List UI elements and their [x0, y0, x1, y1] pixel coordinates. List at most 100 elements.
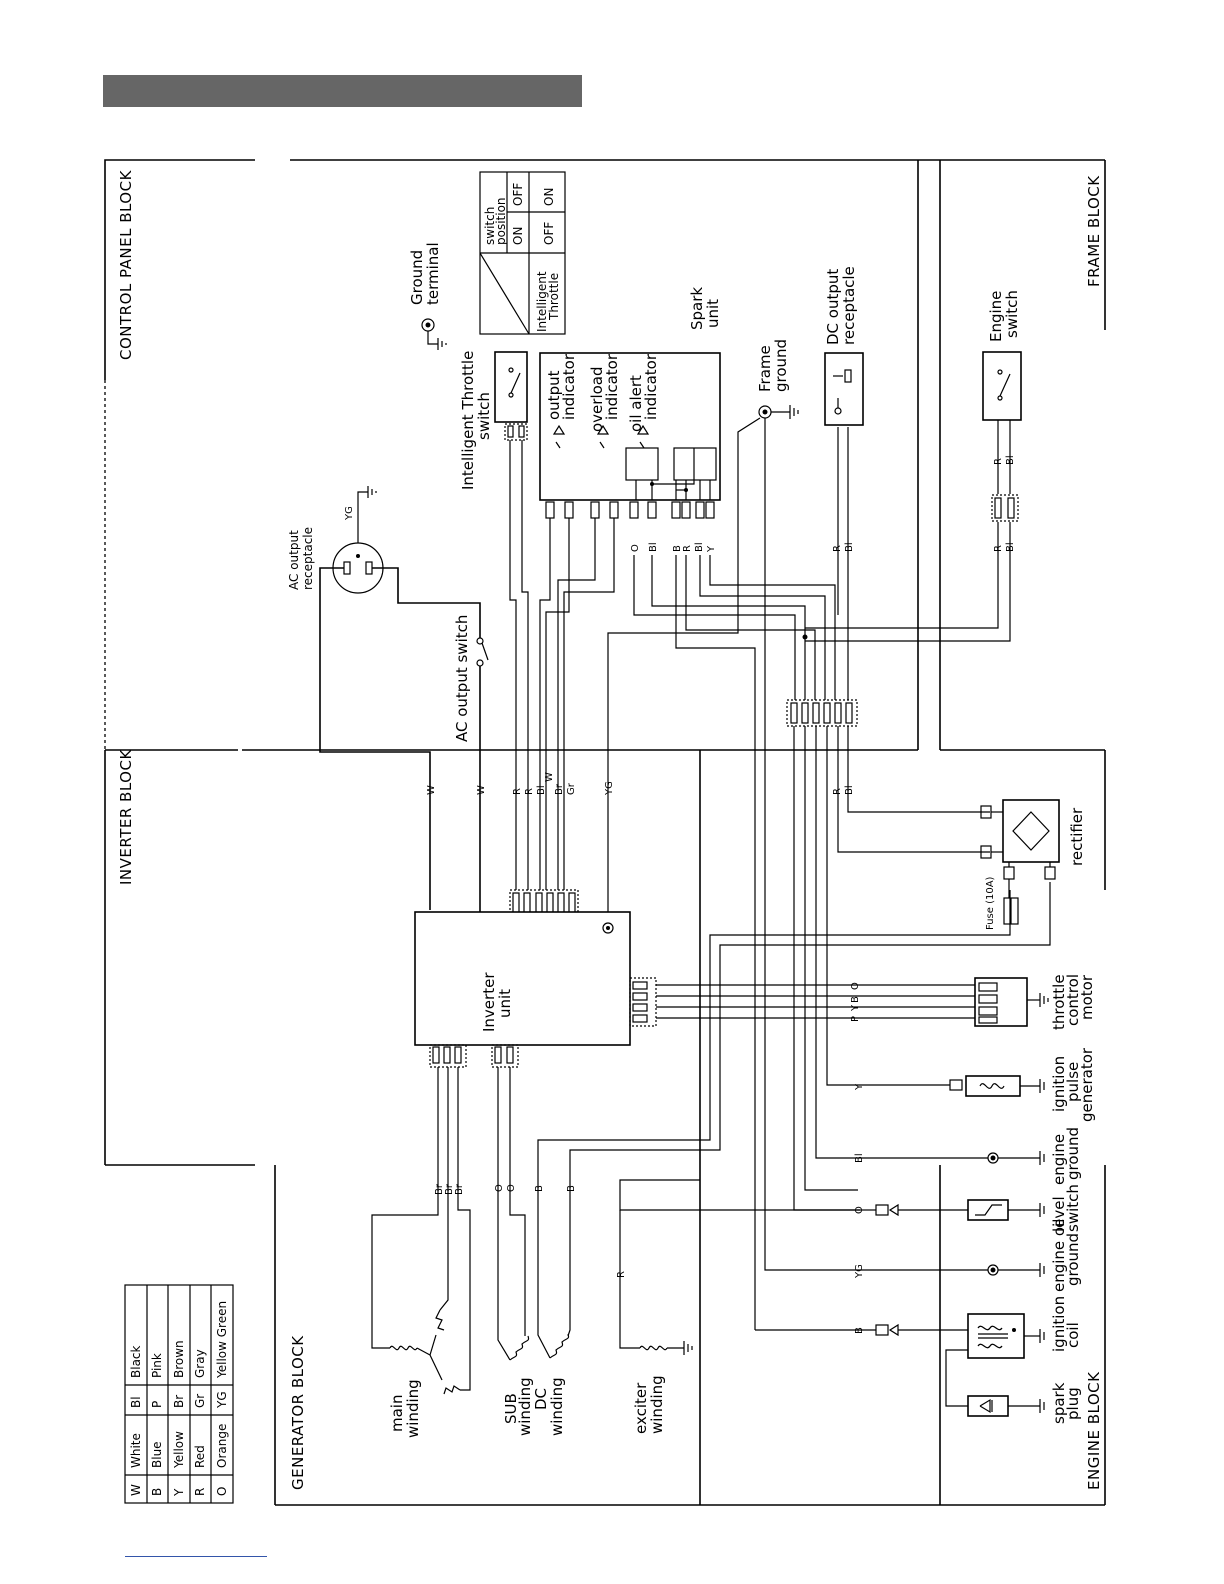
rectifier-label: rectifier [1068, 807, 1086, 866]
table-row-label-1: Intelligent [535, 271, 549, 332]
engine-switch-label-1: Engine [987, 291, 1005, 342]
fuse-label: Fuse (10A) [985, 876, 996, 930]
inv-wire-r2: R [524, 788, 535, 795]
inv-wire-br: Br [554, 783, 565, 795]
spark-plug-label-1: spark [1050, 1382, 1068, 1424]
dc-wire-r: R [832, 545, 843, 552]
oil-alert-indicator-label-2: indicator [642, 353, 660, 420]
ground-terminal-label-2: terminal [424, 242, 442, 305]
ignition-pulse-generator [860, 1075, 1045, 1097]
engine-ground-label-1: engine [1050, 1134, 1068, 1185]
inv-wire-r1: R [512, 788, 523, 795]
ac-output-receptacle [332, 486, 384, 594]
pulse-gen-label-1: ignition [1050, 1056, 1068, 1112]
throttle-motor-label-1: throttle [1050, 974, 1068, 1030]
table-header-line1: switch [483, 207, 497, 245]
throttle-motor-label-2: control [1064, 974, 1082, 1026]
inv-wire-w: W [544, 772, 555, 782]
inverter-block-label: INVERTER BLOCK [117, 749, 135, 885]
inverter-unit-label-2: unit [496, 989, 514, 1018]
inv-wire-bl: Bl [536, 785, 547, 795]
spark-unit-label-2: unit [704, 299, 722, 328]
exciter-winding-label-2: winding [648, 1375, 666, 1434]
legend-color-name: Red [193, 1445, 207, 1468]
throttle-motor-label-3: motor [1078, 974, 1096, 1020]
gen-wire-br3: Br [454, 1183, 465, 1195]
spark-wire-y: Y [706, 545, 717, 553]
ac-receptacle-wire-yg: YG [344, 506, 355, 521]
gen-wire-br1: Br [434, 1183, 445, 1195]
pg-wire-y: Y [854, 1083, 865, 1091]
tm-wire-b: B [850, 996, 861, 1003]
block-boundaries [104, 159, 1106, 1506]
dc-receptacle-label-2: receptacle [840, 266, 858, 345]
legend-color-name: Blue [150, 1441, 164, 1468]
engine-ground-label-2: ground [1064, 1127, 1082, 1180]
dc-receptacle-label-1: DC output [824, 269, 842, 345]
dc-wire-bl: Bl [844, 542, 855, 552]
generator-block-label: GENERATOR BLOCK [289, 1335, 307, 1490]
ac-receptacle-label-1: AC output [287, 530, 301, 590]
inverter-unit-label-1: Inverter [480, 972, 498, 1032]
legend-code: B [150, 1488, 164, 1496]
main-winding-label-1: main [388, 1395, 406, 1432]
frame-ground [758, 405, 799, 419]
frame-ground-label-1: Frame [756, 345, 774, 392]
ic-wire-b: B [854, 1327, 865, 1334]
output-indicator-label-1: output [545, 370, 563, 420]
ground-terminal [421, 318, 447, 350]
rect-wire-bl: Bl [844, 785, 855, 795]
header-bar [103, 75, 582, 107]
rectifier [980, 799, 1060, 925]
dc-winding-label-1: DC [532, 1388, 550, 1410]
legend-code: Bl [129, 1396, 143, 1408]
it-switch-label-1: Intelligent Throttle [459, 351, 477, 490]
oil-alert-indicator-label-1: oil alert [627, 375, 645, 432]
gen-wire-br2: Br [444, 1183, 455, 1195]
ol-wire-o: O [854, 1206, 865, 1214]
sub-winding-label-2: winding [516, 1377, 534, 1436]
ac-receptacle-label-2: receptacle [301, 527, 315, 590]
pulse-gen-label-3: generator [1078, 1047, 1096, 1122]
inverter-unit [414, 889, 657, 1068]
gen-wire-o1: O [494, 1184, 505, 1192]
table-on-1: ON [511, 227, 525, 245]
spark-wire-bl2: Bl [694, 542, 705, 552]
tm-wire-y: Y [850, 1004, 861, 1012]
legend-color-name: Yellow Green [215, 1301, 229, 1379]
pulse-gen-label-2: pulse [1064, 1062, 1082, 1102]
spark-wire-bl: Bl [648, 542, 659, 552]
dc-winding-label-2: winding [548, 1377, 566, 1436]
intelligent-throttle-switch [494, 351, 528, 441]
ex-wire-r: R [616, 1271, 627, 1278]
es-wire-bl1: Bl [1005, 455, 1016, 465]
inv-wire-gr: Gr [566, 782, 577, 795]
spark-unit-box [539, 352, 721, 501]
gen-wire-b1: B [534, 1185, 545, 1192]
spark-wire-o: O [630, 544, 641, 552]
ignition-coil [755, 1313, 1045, 1407]
control-panel-block-label: CONTROL PANEL BLOCK [117, 169, 135, 360]
spark-wire-r: R [682, 545, 693, 552]
ignition-coil-label-1: ignition [1050, 1296, 1068, 1352]
es-wire-r1: R [993, 458, 1004, 465]
table-header-line2: position [494, 197, 508, 245]
legend-code: Y [172, 1488, 186, 1497]
es-wire-bl2: Bl [1005, 542, 1016, 552]
inv-wire-w2: W [476, 785, 487, 795]
legend-code: W [129, 1484, 143, 1496]
tm-wire-p: P [850, 1016, 861, 1022]
gen-wire-o2: O [506, 1184, 517, 1192]
eg-wire-bl: Bl [854, 1153, 865, 1163]
legend-color-name: Black [129, 1345, 143, 1378]
engine-oil-ground [860, 1263, 1045, 1277]
legend-color-name: White [129, 1433, 143, 1468]
frame-ground-label-2: ground [772, 339, 790, 392]
spark-plug [967, 1395, 1045, 1417]
output-indicator-label-2: indicator [560, 353, 578, 420]
table-off-2: OFF [542, 222, 556, 245]
oil-level-label-1: level [1050, 1196, 1068, 1232]
dc-output-receptacle [824, 352, 864, 700]
gen-wire-b2: B [566, 1185, 577, 1192]
